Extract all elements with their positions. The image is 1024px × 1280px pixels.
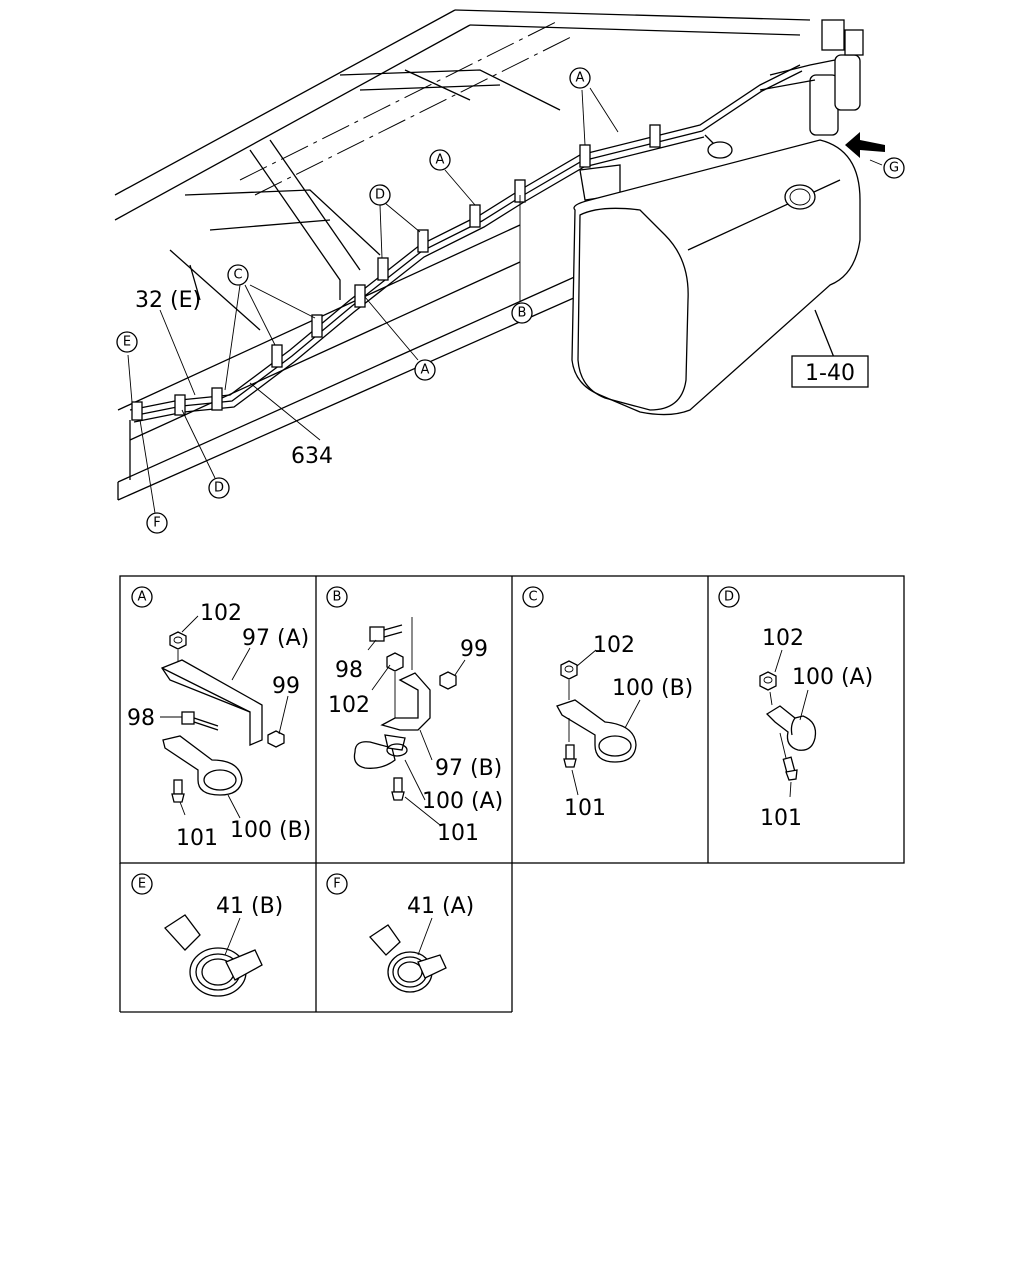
svg-text:97 (B): 97 (B) (435, 756, 502, 781)
clamp-icon (353, 734, 408, 769)
svg-text:100 (A): 100 (A) (422, 789, 503, 814)
callout-e: E (116, 331, 138, 353)
svg-text:99: 99 (272, 674, 300, 699)
svg-text:101: 101 (437, 821, 479, 846)
bolt-icon (369, 624, 403, 642)
svg-text:B: B (333, 590, 342, 605)
nut-icon (267, 730, 285, 748)
svg-text:101: 101 (176, 826, 218, 851)
callout-d-top: D (369, 184, 391, 206)
hose-clip-icon (164, 914, 263, 997)
nut-icon (169, 631, 187, 650)
detail-e: E 41 (B) (131, 873, 283, 997)
fuel-tank (571, 139, 861, 416)
callout-g: G (883, 157, 905, 179)
svg-text:101: 101 (760, 806, 802, 831)
hose-clip-icon (369, 924, 447, 993)
clamp-icon (556, 699, 637, 763)
callout-d-low: D (208, 477, 230, 499)
nut-icon (386, 652, 404, 672)
svg-text:C: C (528, 590, 537, 605)
svg-text:41 (A): 41 (A) (407, 894, 474, 919)
svg-text:A: A (576, 71, 585, 86)
callout-c: C (227, 264, 249, 286)
leader-lines (127, 87, 883, 514)
svg-text:1-40: 1-40 (805, 361, 855, 386)
view-g-arrow (845, 132, 885, 158)
callout-f: F (146, 512, 168, 534)
nut-icon (759, 671, 777, 691)
callout-b: B (511, 302, 533, 324)
nut-icon (439, 671, 457, 690)
screw-icon (391, 777, 405, 801)
svg-text:100 (A): 100 (A) (792, 665, 873, 690)
detail-b: B 98 99 102 97 (B) 100 (A) 101 (326, 586, 503, 846)
screw-icon (171, 779, 185, 803)
fuel-lines (129, 64, 803, 423)
svg-text:D: D (375, 188, 385, 203)
nut-icon (560, 660, 578, 680)
detail-grid (119, 575, 905, 1013)
svg-text:41 (B): 41 (B) (216, 894, 283, 919)
main-assembly-view: A A A B C D D E F G 32 (E) 634 1-40 (114, 9, 905, 534)
svg-text:D: D (214, 481, 224, 496)
svg-text:98: 98 (335, 658, 363, 683)
svg-text:102: 102 (200, 601, 242, 626)
detail-d: D 102 100 (A) 101 (718, 586, 873, 831)
svg-text:102: 102 (328, 693, 370, 718)
svg-text:E: E (138, 877, 146, 892)
callout-a-mid: A (429, 149, 451, 171)
svg-text:99: 99 (460, 637, 488, 662)
callout-a-low: A (414, 359, 436, 381)
svg-text:102: 102 (762, 626, 804, 651)
svg-text:D: D (724, 590, 734, 605)
detail-c: C 102 100 (B) 101 (522, 586, 693, 821)
callout-a-top: A (569, 67, 591, 89)
svg-text:A: A (436, 153, 445, 168)
svg-text:101: 101 (564, 796, 606, 821)
clamp-icon (162, 735, 243, 796)
tank-reference-box: 1-40 (791, 355, 869, 388)
detail-f: F 41 (A) (326, 873, 474, 993)
screw-icon (782, 756, 798, 781)
fuel-filter-assembly (759, 19, 864, 136)
svg-text:G: G (889, 161, 899, 176)
svg-text:A: A (421, 363, 430, 378)
svg-text:102: 102 (593, 633, 635, 658)
svg-text:E: E (123, 335, 131, 350)
bolt-icon (181, 711, 219, 731)
label-hose-32: 32 (E) (135, 288, 201, 313)
detail-a: A 102 97 (A) 99 98 101 100 (B) (127, 586, 311, 851)
svg-text:100 (B): 100 (B) (230, 818, 311, 843)
label-pipe-634: 634 (291, 444, 333, 469)
svg-text:97 (A): 97 (A) (242, 626, 309, 651)
svg-text:100 (B): 100 (B) (612, 676, 693, 701)
svg-text:98: 98 (127, 706, 155, 731)
svg-text:F: F (153, 516, 160, 531)
chassis-frame (114, 9, 841, 501)
svg-text:B: B (518, 306, 527, 321)
clamp-icon (765, 705, 817, 751)
svg-text:A: A (138, 590, 147, 605)
screw-icon (563, 744, 577, 768)
svg-text:C: C (233, 268, 242, 283)
svg-text:F: F (333, 877, 340, 892)
